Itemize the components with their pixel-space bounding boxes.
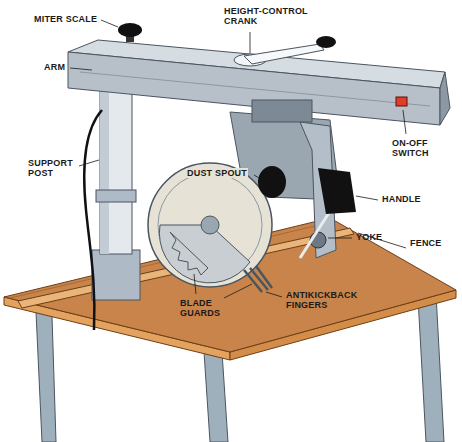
arbor <box>201 216 219 234</box>
leader-line <box>101 20 118 27</box>
carriage <box>252 100 312 122</box>
table-groove <box>10 222 332 298</box>
blade-guard <box>148 163 272 287</box>
leader-lines <box>70 20 406 298</box>
miter-knob <box>118 23 142 37</box>
support-post <box>100 86 132 254</box>
leader-line <box>403 110 406 134</box>
part-label: SUPPORT POST <box>28 158 78 179</box>
leader-line <box>356 196 378 200</box>
part-label: ON-OFF SWITCH <box>392 138 442 159</box>
leader-line <box>250 32 251 53</box>
leader-line <box>224 284 252 298</box>
crank-knob <box>316 36 336 48</box>
antikickback-fingers <box>244 266 272 292</box>
handle <box>318 168 356 214</box>
part-label: ANTIKICKBACK FINGERS <box>286 290 372 311</box>
leader-line <box>266 292 282 297</box>
part-label: HEIGHT-CONTROL CRANK <box>224 6 318 27</box>
leader-line <box>79 160 99 166</box>
table-leg <box>36 312 56 442</box>
power-cord <box>84 110 102 330</box>
blade-window <box>159 225 250 283</box>
leader-line <box>70 68 92 70</box>
part-label: MITER SCALE <box>34 14 97 24</box>
saw-teeth <box>170 232 208 275</box>
table-leg <box>204 352 228 442</box>
table-leg <box>418 294 444 442</box>
part-label: YOKE <box>356 232 382 242</box>
crank-arm <box>244 44 324 64</box>
switch <box>396 97 407 106</box>
post-collar <box>96 190 136 202</box>
arm-end <box>440 72 450 125</box>
part-label: BLADE GUARDS <box>180 298 228 319</box>
post-base <box>92 250 140 300</box>
part-label: HANDLE <box>382 194 421 204</box>
leader-line <box>254 175 259 178</box>
part-label: DUST SPOUT <box>186 168 248 178</box>
leader-line <box>328 238 352 239</box>
part-label: FENCE <box>410 238 442 248</box>
leader-line <box>194 274 196 294</box>
dust-spout <box>258 166 286 198</box>
part-label: ARM <box>44 62 65 72</box>
